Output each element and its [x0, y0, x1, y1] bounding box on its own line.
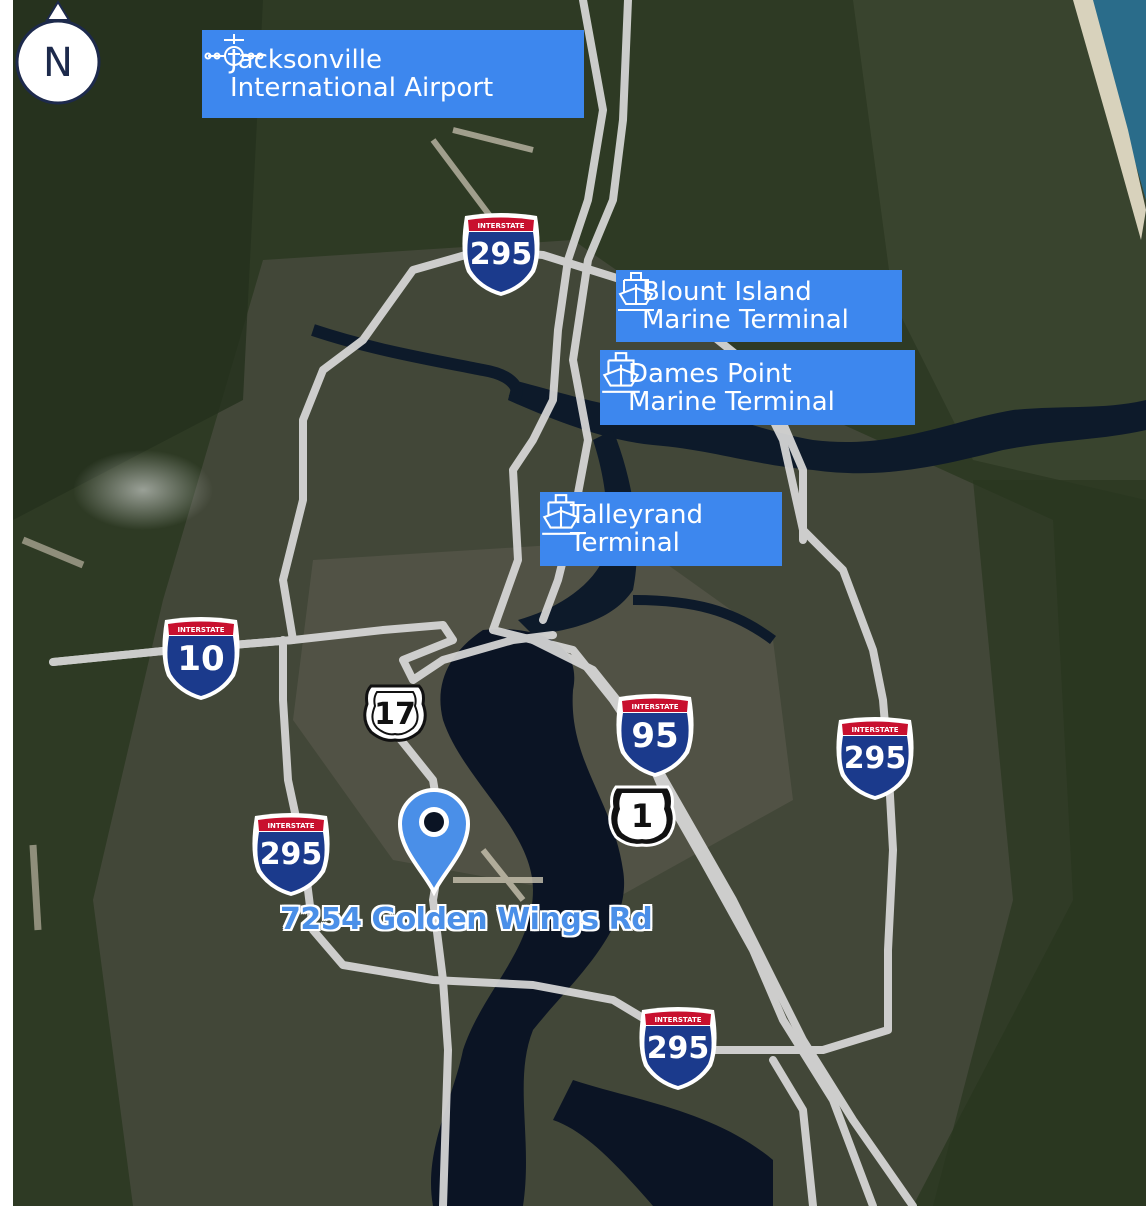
talleyrand-callout[interactable]: Talleyrand Terminal [540, 492, 782, 566]
blount-island-callout[interactable]: Blount Island Marine Terminal [616, 270, 902, 342]
talleyrand-line1: Talleyrand [570, 500, 703, 530]
map-canvas [13, 0, 1146, 1206]
cloud [73, 450, 213, 530]
ship-icon [602, 352, 640, 393]
airport-runways [430, 127, 534, 222]
compass-label: N [43, 40, 73, 86]
west-airfield [21, 536, 85, 931]
dames-point-line2: Marine Terminal [628, 386, 835, 417]
blount-island-label: Blount Island Marine Terminal [642, 278, 849, 334]
creek-arlington [632, 595, 776, 645]
i295-south-link [769, 1056, 817, 1206]
airport-label-line2: International Airport [230, 73, 494, 103]
beach [1073, 0, 1146, 240]
river-main [430, 629, 625, 1206]
talleyrand-label: Talleyrand Terminal [570, 501, 703, 557]
location-address-label: 7254 Golden Wings Rd [280, 902, 653, 937]
ship-icon [618, 272, 654, 311]
river-bend [518, 430, 637, 635]
east-forest [933, 480, 1146, 1206]
airport-label: Jacksonville International Airport [230, 46, 493, 102]
i10 [49, 621, 557, 684]
airport-callout[interactable]: Jacksonville International Airport [202, 30, 584, 118]
dames-point-label: Dames Point Marine Terminal [628, 360, 835, 416]
ocean [1088, 0, 1146, 200]
dames-point-callout[interactable]: Dames Point Marine Terminal [600, 350, 915, 425]
i95-north [489, 0, 607, 634]
i295-loop [49, 246, 897, 1054]
blount-island-line2: Marine Terminal [642, 305, 849, 335]
blount-island-line1: Blount Island [642, 277, 812, 307]
us1-south [529, 636, 877, 1206]
north-compass-icon[interactable]: N [13, 0, 103, 110]
us17 [389, 726, 452, 1206]
dames-point-line1: Dames Point [628, 358, 792, 389]
airplane-icon [204, 34, 264, 66]
talleyrand-line2: Terminal [570, 528, 680, 558]
river-north [508, 380, 1146, 474]
airport-label-line1: Jacksonville [230, 45, 382, 75]
marsh-northeast [853, 0, 1146, 500]
forest-west [13, 0, 263, 520]
river-south-east [553, 1080, 773, 1206]
satellite-map[interactable]: Jacksonville International Airport Bloun… [13, 0, 1146, 1206]
ship-icon [542, 494, 580, 535]
